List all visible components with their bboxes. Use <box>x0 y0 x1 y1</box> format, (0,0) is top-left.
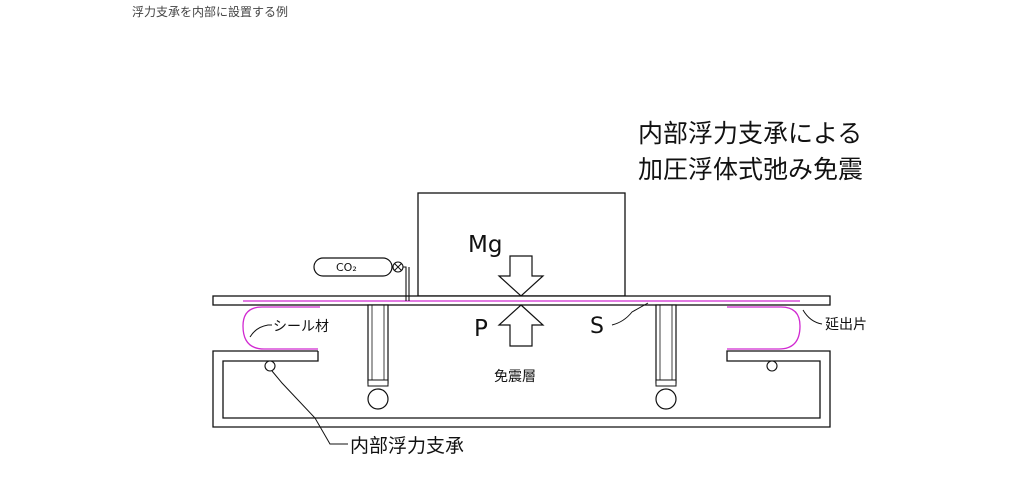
left-support-column <box>367 304 389 384</box>
internal-support-label: 内部浮力支承 <box>350 435 464 457</box>
diagram-title-line1: 内部浮力支承による <box>638 119 862 148</box>
extension-label: 延出片 <box>825 317 867 333</box>
right-roller <box>655 388 677 410</box>
right-support-column <box>655 304 677 384</box>
isolation-layer-label: 免震層 <box>494 369 536 385</box>
co2-label: CO₂ <box>336 261 357 274</box>
seal-left <box>242 306 320 350</box>
diagram-title-line2: 加圧浮体式弛み免震 <box>638 155 863 184</box>
left-float <box>264 360 276 372</box>
co2-tank <box>313 257 393 277</box>
valve-cross-2 <box>394 263 402 271</box>
internal-support-leader-line <box>271 370 348 445</box>
seal-right <box>727 306 801 350</box>
p-arrow-icon <box>497 304 545 347</box>
extension-leader-line <box>802 309 823 325</box>
left-roller <box>367 388 389 410</box>
co2-pipe <box>403 266 407 301</box>
s-label: S <box>590 314 604 339</box>
mg-arrow-icon <box>497 255 545 297</box>
left-column-base <box>367 379 389 387</box>
foundation-pit <box>212 350 831 428</box>
p-label: P <box>474 316 488 342</box>
mg-label: Mg <box>468 232 502 258</box>
seal-leader-line <box>249 324 272 338</box>
seal-label: シール材 <box>273 319 329 335</box>
page-caption: 浮力支承を内部に設置する例 <box>132 5 289 19</box>
right-column-base <box>655 379 677 387</box>
s-leader-line <box>611 302 649 326</box>
right-float <box>766 360 778 372</box>
